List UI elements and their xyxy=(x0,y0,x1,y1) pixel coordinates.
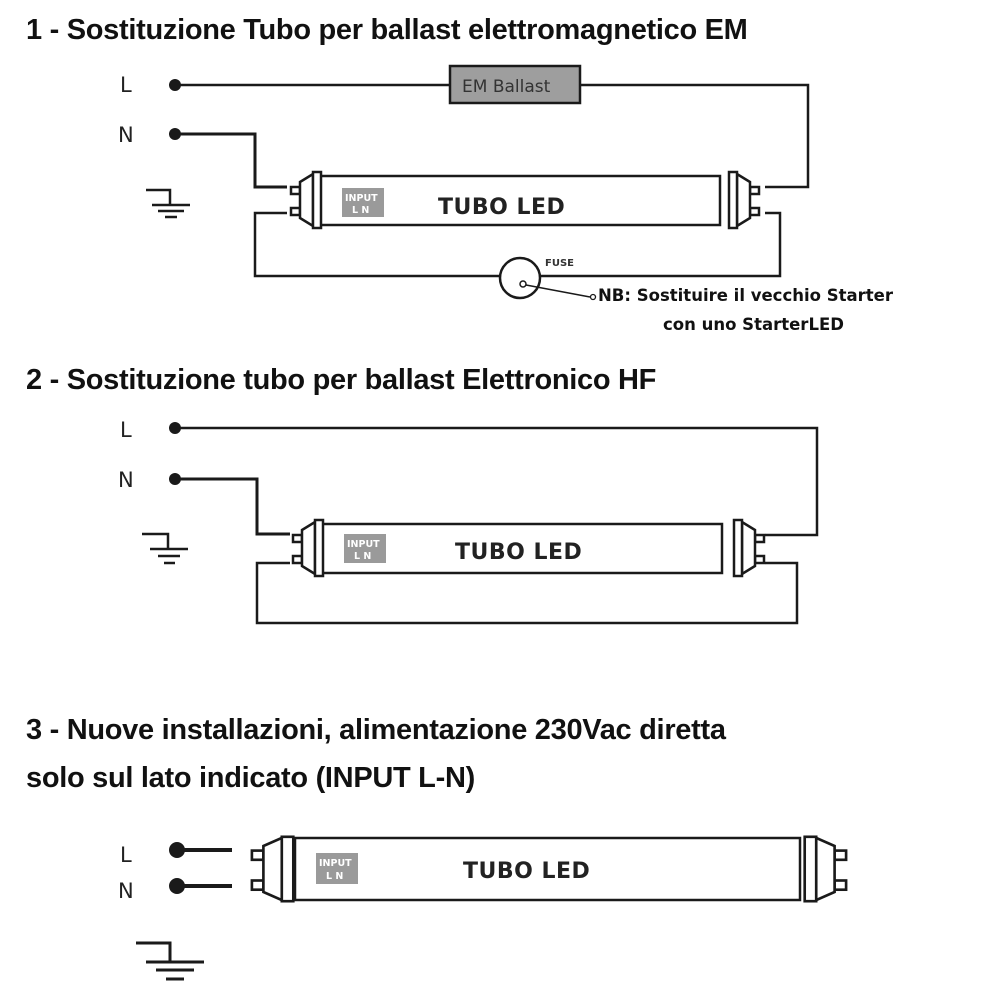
led-tube: INPUT L N TUBO LED xyxy=(250,835,848,903)
note-leader-line xyxy=(525,284,591,298)
input-badge-line2: L N xyxy=(326,871,343,882)
input-badge xyxy=(316,853,358,884)
input-badge-line1: INPUT xyxy=(319,858,352,869)
section-2-title: 2 - Sostituzione tubo per ballast Elettr… xyxy=(26,364,657,396)
starter-note-line2: con uno StarterLED xyxy=(663,315,844,334)
section-1-title: 1 - Sostituzione Tubo per ballast elettr… xyxy=(26,14,748,46)
input-badge xyxy=(342,188,384,217)
led-tube: INPUT L N TUBO LED xyxy=(291,518,766,578)
ground-icon xyxy=(136,941,204,981)
tube-label: TUBO LED xyxy=(438,195,565,220)
label-N: N xyxy=(118,468,134,492)
em-ballast-box xyxy=(448,64,582,105)
label-L: L xyxy=(120,843,132,867)
diagram-3-direct-230vac: L N INPUT xyxy=(118,835,848,981)
tube-label: TUBO LED xyxy=(463,859,590,884)
label-N: N xyxy=(118,879,134,903)
input-badge-line2: L N xyxy=(352,205,369,216)
fuse-label: FUSE xyxy=(545,258,574,269)
led-tube: INPUT L N TUBO LED xyxy=(289,170,761,230)
input-badge-line2: L N xyxy=(354,551,371,562)
fuse-starter-symbol xyxy=(498,256,542,300)
label-L: L xyxy=(120,418,132,442)
section-3-title-line2: solo sul lato indicato (INPUT L-N) xyxy=(26,762,475,794)
input-badge xyxy=(344,534,386,563)
em-ballast-label: EM Ballast xyxy=(462,77,551,97)
tube-label: TUBO LED xyxy=(455,540,582,565)
ground-icon xyxy=(146,188,190,219)
label-L: L xyxy=(120,73,132,97)
label-N: N xyxy=(118,123,134,147)
ground-icon xyxy=(142,532,188,565)
diagram-2-electronic-ballast: L N INPUT L N TUBO LED xyxy=(118,418,819,625)
input-badge-line1: INPUT xyxy=(345,193,378,204)
input-badge-line1: INPUT xyxy=(347,539,380,550)
section-3-title-line1: 3 - Nuove installazioni, alimentazione 2… xyxy=(26,714,726,746)
diagram-1-em-ballast: L N EM Ballast FUSE INPUT xyxy=(118,64,810,301)
starter-note-line1: NB: Sostituire il vecchio Starter xyxy=(598,286,893,305)
